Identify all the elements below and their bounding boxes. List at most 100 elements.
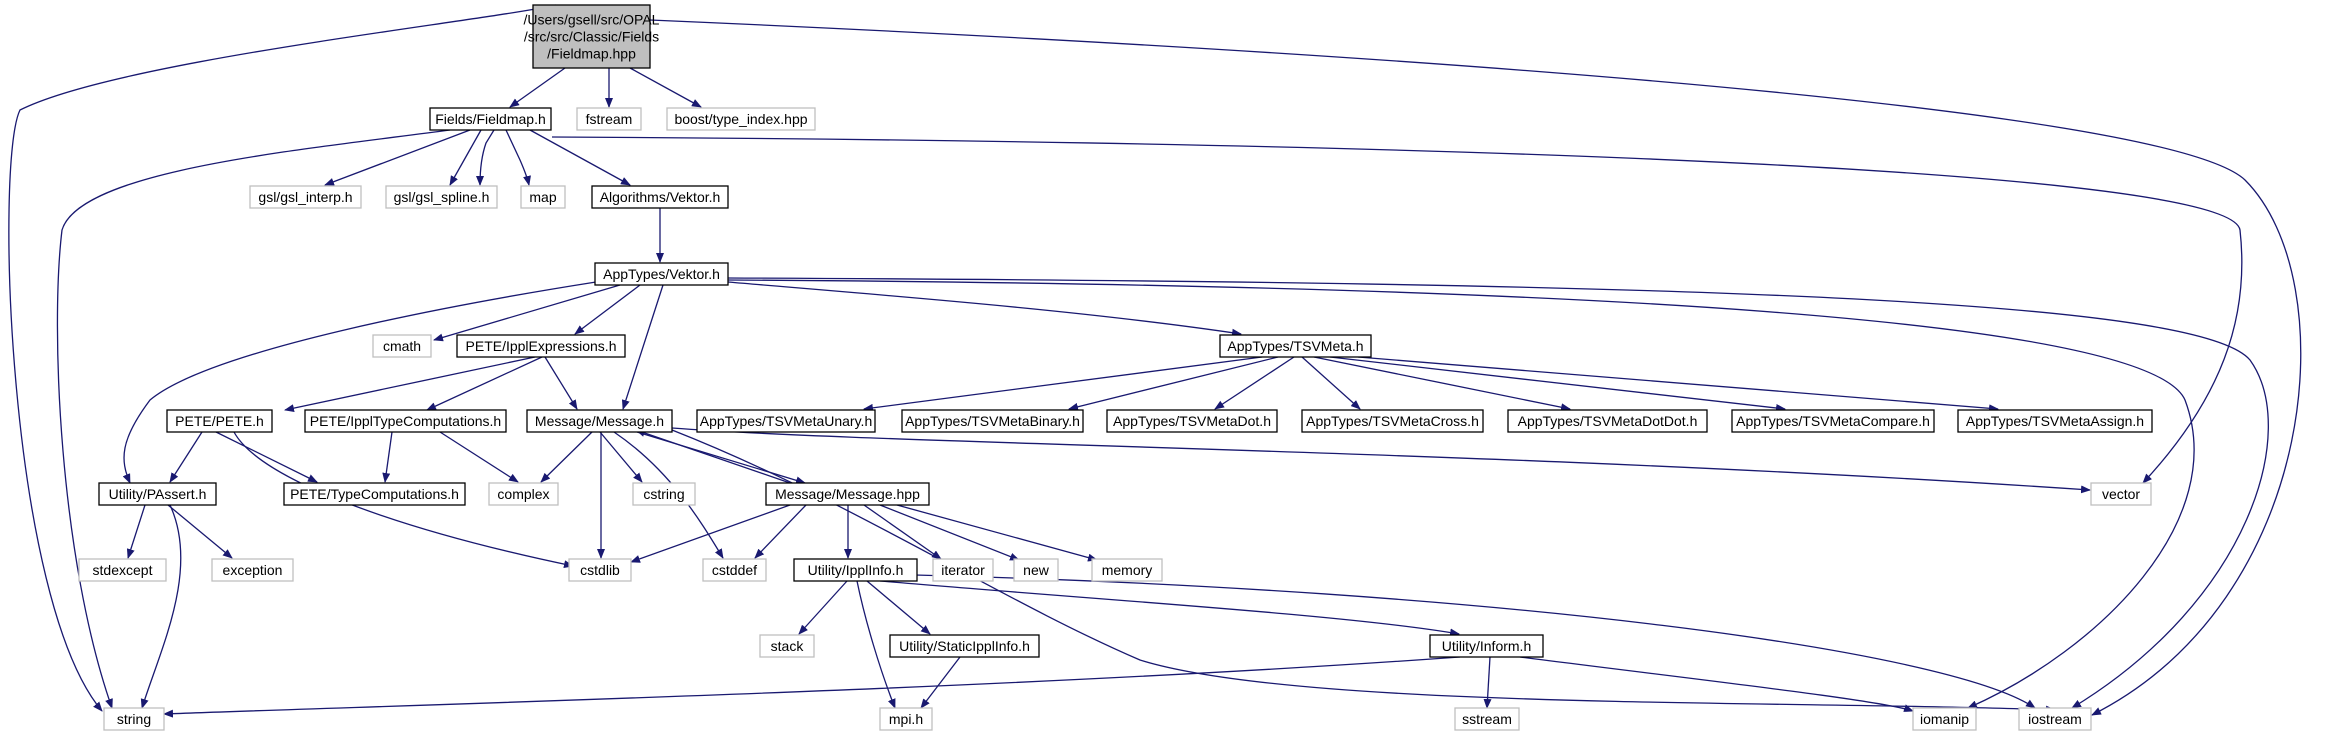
edge-tsvmeta-to-tsv_binary [863,356,1263,412]
node-pete_h[interactable]: PETE/PETE.h [166,409,273,433]
edge-arrow [635,429,791,484]
node-stdexcept: stdexcept [78,558,167,582]
node-ippl_expr[interactable]: PETE/IpplExpressions.h [456,334,626,358]
node-box [576,107,642,131]
node-message_hpp[interactable]: Message/Message.hpp [765,482,930,506]
node-box [765,482,930,506]
node-label: cstddef [712,562,757,578]
node-cstdlib: cstdlib [568,558,632,582]
node-ipplinfo[interactable]: Utility/IpplInfo.h [793,558,918,582]
node-label: Fields/Fieldmap.h [435,111,546,127]
node-app_vektor[interactable]: AppTypes/Vektor.h [594,262,729,286]
node-label: fstream [586,111,633,127]
edge-inform-to-string [920,656,961,709]
node-box [520,185,566,209]
edge-message_hpp-to-new [863,504,942,560]
edge-message_h-to-cstring [540,431,593,483]
edge-arrow [1214,356,1295,410]
edge-fieldmap_h-to-map [476,129,495,186]
node-label: AppTypes/TSVMetaAssign.h [1966,413,2144,429]
node-label: string [117,711,151,727]
node-alg_vektor[interactable]: Algorithms/Vektor.h [591,185,729,209]
edge-root-to-fieldmap_h [8,4,557,712]
edge-arrow [574,284,641,335]
node-box [78,558,167,582]
node-box [702,558,767,582]
edge-arrow [649,19,2302,716]
node-label: stdexcept [93,562,153,578]
edge-message_h-to-cstdlib [599,431,643,483]
edge-arrow [433,284,621,342]
edge-ipplinfo-to-iostream [856,580,896,709]
node-tsv_dotdot[interactable]: AppTypes/TSVMetaDotDot.h [1507,409,1708,433]
node-box [166,409,273,433]
node-fieldmap_h[interactable]: Fields/Fieldmap.h [429,107,552,131]
node-message_h[interactable]: Message/Message.h [526,409,673,433]
edge-tsvmeta-to-tsv_unary [544,356,578,410]
edge-arrow [727,279,2195,709]
node-fstream: fstream [576,107,642,131]
edge-fieldmap_h-to-string [529,129,631,186]
node-label: Utility/IpplInfo.h [808,562,904,578]
node-box [1429,634,1544,658]
node-box [385,185,498,209]
edge-inform-to-sstream [163,656,1461,718]
edge-arrow [879,504,1020,561]
edge-inform-to-iostream [1519,656,1914,712]
node-box [632,482,696,506]
node-box [696,409,876,433]
node-ippl_typecomp[interactable]: PETE/IpplTypeComputations.h [304,409,507,433]
node-box [103,707,165,731]
edge-pete_h-to-cstdlib [215,431,318,483]
node-new: new [1013,558,1059,582]
node-tsv_assign[interactable]: AppTypes/TSVMetaAssign.h [1957,409,2153,433]
node-root[interactable]: /Users/gsell/src/OPAL/src/src/Classic/Fi… [524,4,660,69]
edge-arrow [896,504,1098,562]
node-label: memory [1102,562,1153,578]
edge-arrow [169,431,203,483]
edge-pete_h-to-passert [1357,356,1999,413]
edge-root-to-iostream [629,67,702,108]
node-tsv_unary[interactable]: AppTypes/TSVMetaUnary.h [696,409,876,433]
node-tsv_compare[interactable]: AppTypes/TSVMetaCompare.h [1731,409,1935,433]
edge-arrow [754,504,807,559]
node-box [2018,707,2092,731]
node-label: exception [223,562,283,578]
node-tsv_binary[interactable]: AppTypes/TSVMetaBinary.h [901,409,1084,433]
edge-fieldmap_h-to-alg_vektor [505,129,531,186]
edge-fieldmap_h-to-vector [56,129,451,709]
edge-message_h-to-complex [439,431,519,483]
node-box [759,634,815,658]
node-box [1219,334,1372,358]
node-box [1912,707,1977,731]
edge-arrow [215,431,318,483]
edge-arrow [1483,656,1492,709]
node-box [594,262,729,286]
node-tsv_cross[interactable]: AppTypes/TSVMetaCross.h [1301,409,1484,433]
node-label: map [529,189,556,205]
node-static_ipplinfo[interactable]: Utility/StaticIpplInfo.h [889,634,1040,658]
node-tsv_dot[interactable]: AppTypes/TSVMetaDot.h [1106,409,1278,433]
edge-ipplinfo-to-static_ipplinfo [798,580,848,635]
edge-tsvmeta-to-tsv_cross [1214,356,1295,410]
edge-arrow [540,431,593,483]
node-tsvmeta[interactable]: AppTypes/TSVMeta.h [1219,334,1372,358]
node-typecomp[interactable]: PETE/TypeComputations.h [283,482,466,506]
edge-arrow [529,129,631,186]
edge-arrow [122,281,597,484]
edge-arrow [426,356,543,411]
edge-arrow [1313,356,1571,412]
node-box [666,107,816,131]
node-label: vector [2102,486,2140,502]
node-label: gsl/gsl_interp.h [258,189,352,205]
node-box [1957,409,2153,433]
node-box [249,185,362,209]
nodes-layer: /Users/gsell/src/OPAL/src/src/Classic/Fi… [78,4,2153,731]
node-label: cmath [383,338,421,354]
node-box [1454,707,1520,731]
node-label: iostream [2028,711,2082,727]
node-label: complex [497,486,549,502]
node-inform[interactable]: Utility/Inform.h [1429,634,1544,658]
node-passert[interactable]: Utility/PAssert.h [98,482,217,506]
edge-arrow [863,504,942,560]
